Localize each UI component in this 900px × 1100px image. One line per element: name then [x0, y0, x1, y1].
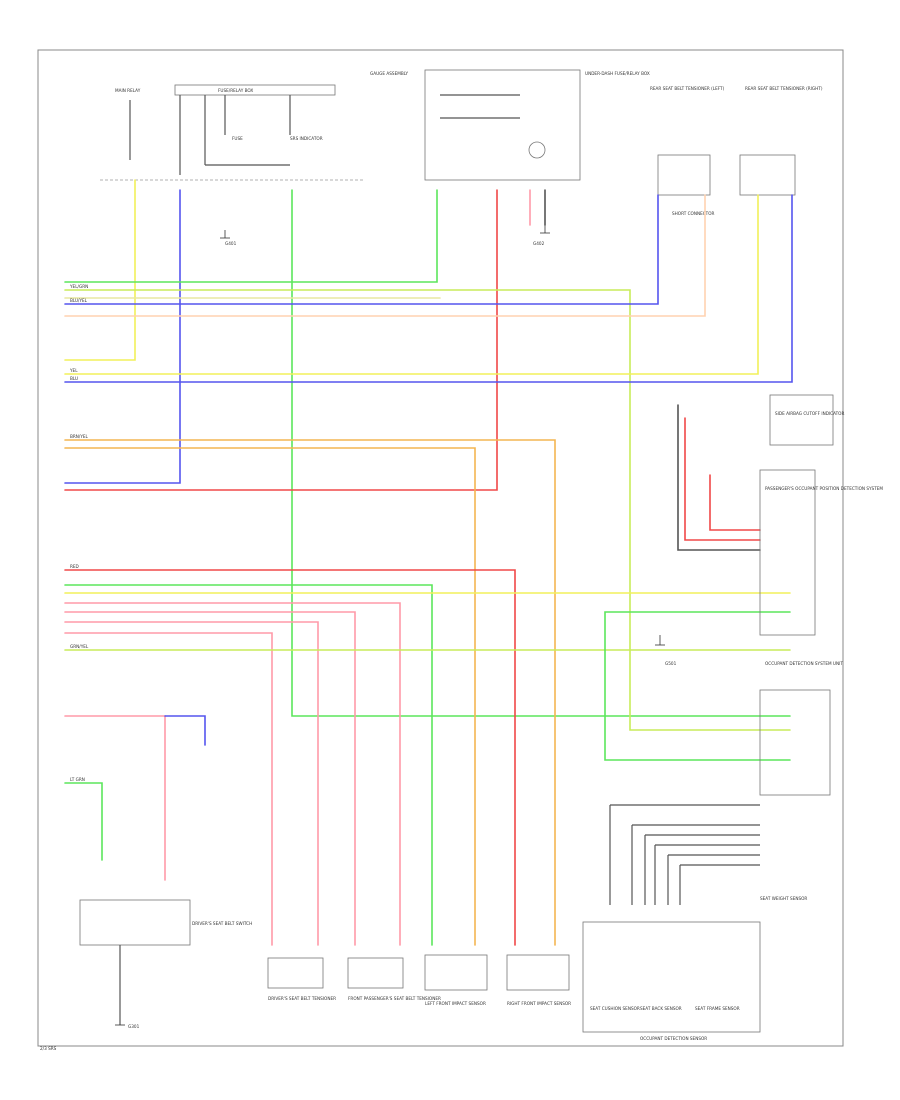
occupant-position-system [759, 469, 816, 636]
wire-group [64, 179, 793, 946]
occupant-detection-sensor-box [582, 921, 761, 1033]
wire-red-right-1 [684, 417, 761, 541]
wire-yellow-1 [64, 179, 136, 361]
wire-label-lt-grn: LT GRN [70, 777, 85, 782]
sensor1-label: SIDE AIRBAG CUTOFF INDICATOR [775, 411, 844, 416]
wire-green-2 [64, 189, 438, 283]
wire-red-right-2 [709, 474, 761, 531]
fuse-label: FUSE [232, 136, 243, 141]
passenger-tensioner-label: FRONT PASSENGER'S SEAT BELT TENSIONER [348, 996, 441, 1001]
wire-pink-bus-3 [64, 621, 319, 946]
passenger-tensioner-box [347, 957, 404, 989]
wire-label-blu-yel: BLU/YEL [70, 298, 88, 303]
left-impact-sensor-label: LEFT FRONT IMPACT SENSOR [425, 1001, 486, 1006]
right-impact-sensor-label: RIGHT FRONT IMPACT SENSOR [507, 1001, 571, 1006]
wire-blue-yellow-bus [64, 194, 659, 305]
wire-red-1 [64, 189, 498, 491]
wire-red-low [64, 715, 166, 881]
wire-green-bus-3 [604, 611, 791, 651]
driver-tensioner-label: DRIVER'S SEAT BELT TENSIONER [268, 996, 336, 1001]
wire-pink-bus-2 [64, 611, 356, 946]
diagram-frame [37, 49, 844, 1047]
ods-label: OCCUPANT DETECTION SENSOR [640, 1036, 707, 1041]
gauge-assembly-label: GAUGE ASSEMBLY [370, 71, 408, 76]
wire-green-bus-2 [64, 584, 433, 946]
bottom-ground-label: G301 [128, 1024, 140, 1029]
indicator-label: SRS INDICATOR [290, 136, 323, 141]
right-impact-sensor-box [506, 954, 570, 991]
airbag-cutoff-indicator [769, 394, 834, 446]
gauge-lamp [528, 141, 546, 159]
short-connector-label: SHORT CONNECTOR [672, 211, 715, 216]
ground-label-1: G401 [225, 241, 237, 246]
wire-green-low [64, 782, 103, 861]
wire-label-brn-yel: BRN/YEL [70, 434, 89, 439]
diagram-code: 2/3 SRS [40, 1046, 57, 1051]
gauge-assembly-box [424, 69, 581, 181]
switch-box-label: DRIVER'S SEAT BELT SWITCH [192, 921, 252, 926]
driver-tensioner-box [267, 957, 324, 989]
wire-peach-bus [64, 194, 706, 317]
ground-symbol-mid [540, 225, 550, 234]
wire-label-blu: BLU [70, 376, 78, 381]
wire-label-yel-grn: YEL/GRN [69, 284, 88, 289]
wire-blue-1 [64, 189, 181, 484]
ground-label-2: G402 [533, 241, 545, 246]
wire-pink-bus-1 [64, 602, 401, 946]
rear-tensioner-right-label: REAR SEAT BELT TENSIONER (RIGHT) [745, 86, 823, 91]
wire-label-yel: YEL [69, 368, 78, 373]
rear-tensioner-right [739, 154, 796, 196]
seat-weight-sensor-label: SEAT WEIGHT SENSOR [760, 896, 807, 901]
rear-tensioner-left [657, 154, 711, 196]
wire-red-bus-1 [64, 569, 516, 946]
odsu-box [759, 689, 831, 796]
odsu-label: OCCUPANT DETECTION SYSTEM UNIT [765, 661, 843, 666]
wire-label-red: RED [70, 564, 79, 569]
seat-belt-switch-box [79, 899, 191, 946]
wire-orange-bus [64, 439, 556, 946]
sensor2-label: PASSENGER'S OCCUPANT POSITION DETECTION … [765, 486, 883, 491]
wire-orange-2 [64, 447, 476, 946]
left-impact-sensor-box [424, 954, 488, 991]
wire-blue-low [164, 715, 206, 746]
ods-part-2: SEAT BACK SENSOR [640, 1006, 682, 1011]
ods-part-3: SEAT FRAME SENSOR [695, 1006, 740, 1011]
wire-green-1 [291, 189, 791, 717]
fuse-relay-box [174, 84, 336, 96]
wire-green-bus-4 [604, 649, 791, 761]
ground-symbol-right [655, 635, 665, 646]
wire-yellow-bus [64, 194, 759, 375]
wire-label-grn-yel: GRN/YEL [70, 644, 89, 649]
main-relay-label: MAIN RELAY [115, 88, 141, 93]
seat-weight-sensor-leads [609, 804, 760, 905]
wire-yellow-green-bus [64, 289, 791, 731]
rear-tensioner-left-label: REAR SEAT BELT TENSIONER (LEFT) [650, 86, 725, 91]
ods-part-1: SEAT CUSHION SENSOR [590, 1006, 640, 1011]
dash-fuse-label: UNDER-DASH FUSE/RELAY BOX [585, 71, 650, 76]
wire-black-right [677, 404, 761, 551]
wire-blue-bus [64, 194, 793, 383]
ground-symbol-top [220, 230, 230, 239]
fuse-box-label: FUSE/RELAY BOX [218, 88, 253, 93]
wire-pink-bus-4 [64, 632, 273, 946]
right-ground-label: G501 [665, 661, 677, 666]
